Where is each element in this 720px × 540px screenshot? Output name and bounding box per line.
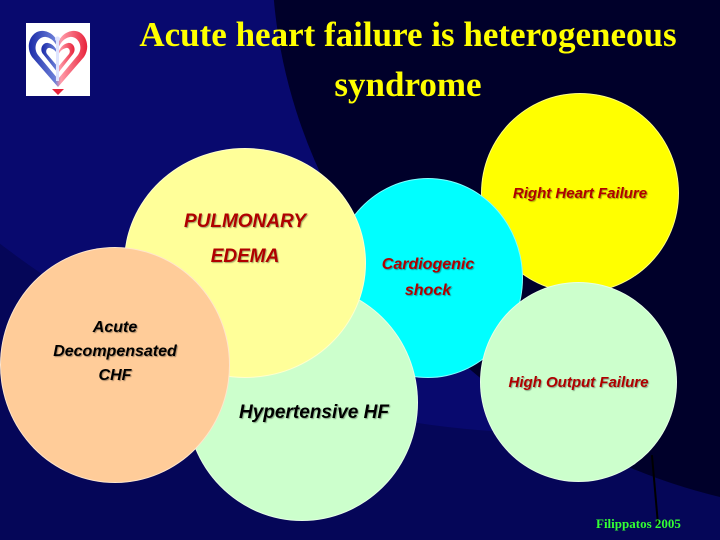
title-line-2: syndrome (334, 65, 482, 104)
label-right-heart-failure: Right Heart Failure (512, 184, 648, 202)
circle-acute-decompensated-chf: Acute Decompensated CHF (0, 247, 230, 483)
label-decompensated: Decompensated (53, 343, 177, 360)
label-high-output-failure: High Output Failure (508, 373, 649, 391)
slide-title: Acute heart failure is heterogeneous syn… (96, 10, 720, 110)
label-cardiogenic: Cardiogenic (381, 256, 475, 273)
label-hypertensive-hf: Hypertensive HF (239, 401, 389, 423)
title-line-1: Acute heart failure is heterogeneous (139, 15, 677, 54)
label-acute: Acute (92, 319, 138, 336)
heart-logo-icon (26, 23, 90, 96)
label-shock: shock (404, 282, 452, 299)
label-edema: EDEMA (210, 246, 280, 267)
citation-credit: Filippatos 2005 (596, 516, 681, 531)
circle-high-output-failure: High Output Failure (480, 282, 677, 482)
label-pulmonary: PULMONARY (183, 211, 307, 232)
label-chf: CHF (98, 367, 132, 384)
